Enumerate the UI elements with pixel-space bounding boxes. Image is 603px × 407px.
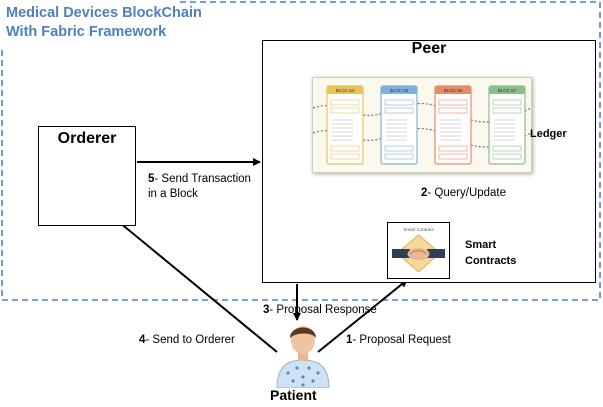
label-proposal-response: 3- Proposal Response xyxy=(263,303,377,318)
label-1-num: 1 xyxy=(346,334,353,346)
handshake-icon: Smart Contract xyxy=(392,227,445,273)
ledger-block-title: BLOC 65 xyxy=(390,88,409,93)
ledger-block: BLOC 64 xyxy=(326,85,364,165)
label-2-text: - Query/Update xyxy=(427,187,507,199)
title-line-2: With Fabric Framework xyxy=(6,24,167,40)
patient-icon xyxy=(276,326,330,388)
label-4-num: 4 xyxy=(139,334,146,346)
ledger-block-title: BLOC 66 xyxy=(444,88,463,93)
label-3-text: - Proposal Response xyxy=(269,304,377,316)
label-3-num: 3 xyxy=(263,304,270,316)
orderer-box xyxy=(38,126,136,226)
title-line-1: Medical Devices BlockChain xyxy=(6,5,202,21)
label-1-text: - Proposal Request xyxy=(352,334,451,346)
label-5-line2: in a Block xyxy=(148,188,198,200)
ledger-block-title: BLOC 64 xyxy=(336,88,355,93)
label-2-num: 2 xyxy=(421,187,428,199)
ledger-image: BLOC 64 BLOC 65 BLOC 66 BLOC 67 xyxy=(312,77,532,173)
diagram-title: Medical Devices BlockChain With Fabric F… xyxy=(6,4,202,42)
smart-contracts-label: Smart Contracts xyxy=(465,237,516,269)
label-query-update: 2- Query/Update xyxy=(421,186,506,201)
orderer-label: Orderer xyxy=(57,130,117,147)
ledger-block: BLOC 66 xyxy=(434,85,472,165)
smart-contracts-label-line1: Smart xyxy=(465,239,497,251)
label-send-to-orderer: 4- Send to Orderer xyxy=(139,333,235,348)
system-boundary xyxy=(1,1,601,301)
ledger-block: BLOC 65 xyxy=(380,85,418,165)
label-send-transaction: 5- Send Transaction in a Block xyxy=(148,172,251,202)
peer-label: Peer xyxy=(411,40,447,57)
smart-contracts-label-line2: Contracts xyxy=(465,255,517,267)
ledger-blocks: BLOC 64 BLOC 65 BLOC 66 BLOC 67 xyxy=(312,85,532,165)
ledger-block: BLOC 67 xyxy=(488,85,526,165)
smart-contract-caption: Smart Contract xyxy=(403,227,434,232)
label-5-num: 5 xyxy=(148,173,155,185)
arrow-proposal-request xyxy=(317,279,408,353)
smart-contracts-box: Smart Contract xyxy=(387,222,450,279)
label-proposal-request: 1- Proposal Request xyxy=(346,333,451,348)
patient-label: Patient xyxy=(270,387,317,403)
ledger-label: Ledger xyxy=(530,128,567,140)
label-5-text: - Send Transaction xyxy=(154,173,251,185)
ledger-block-title: BLOC 67 xyxy=(498,88,517,93)
label-4-text: - Send to Orderer xyxy=(145,334,235,346)
